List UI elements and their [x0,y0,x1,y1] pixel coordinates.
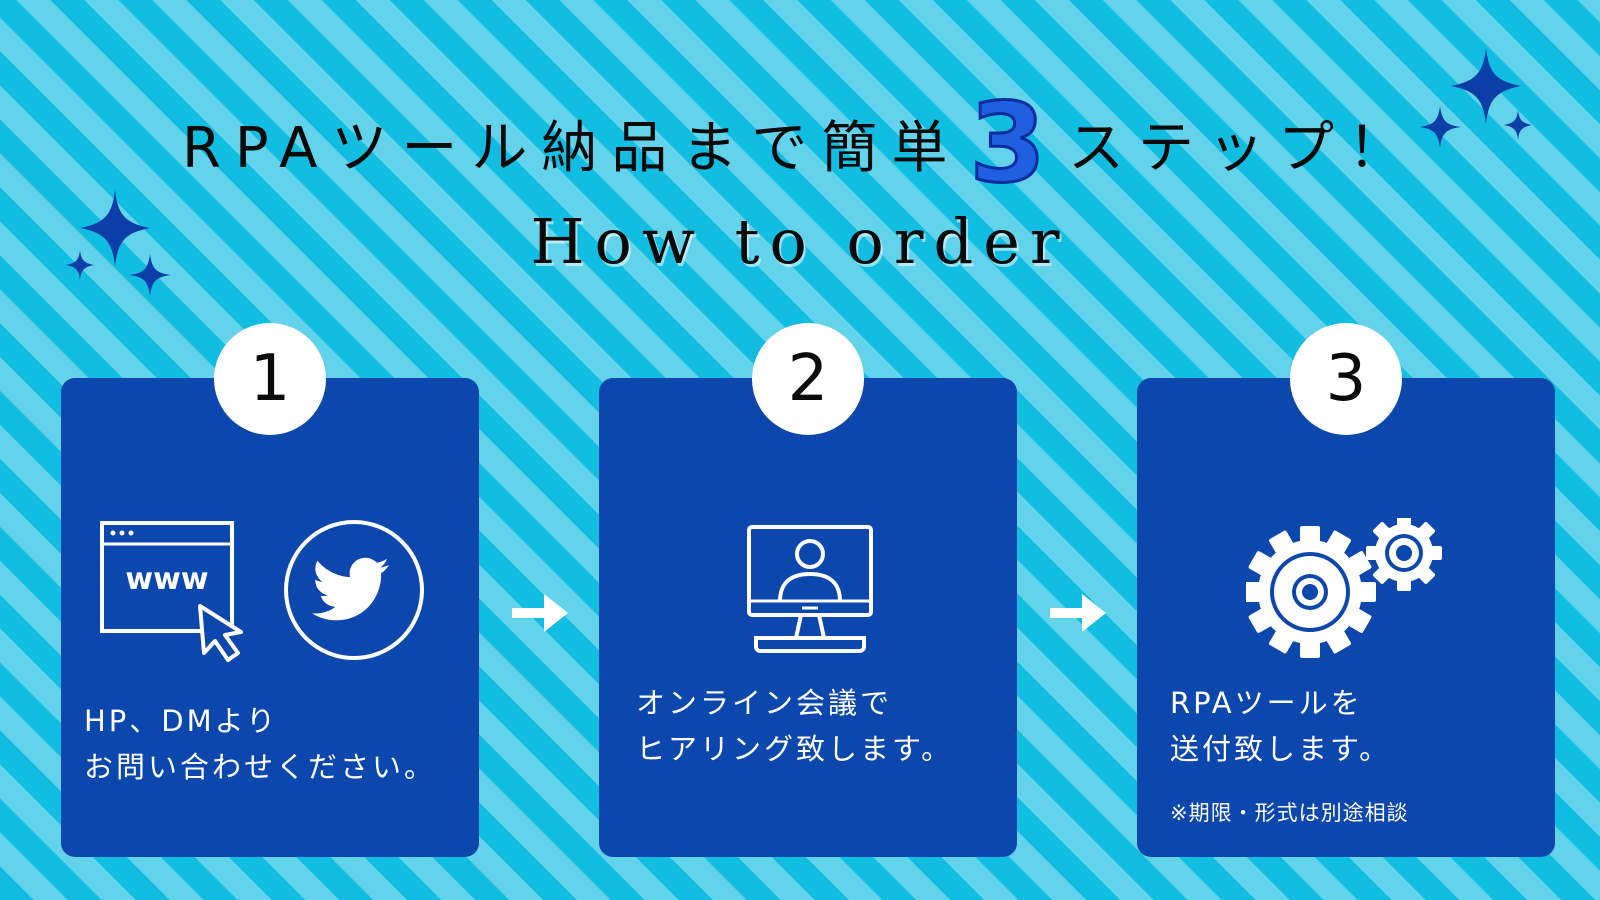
www-browser-icon: www [100,521,243,662]
step-card-2 [599,378,1017,857]
step-card-1 [61,378,479,857]
step-3-text: RPAツールを 送付致します。 [1170,680,1391,772]
arrow-right-icon-2 [1050,594,1106,632]
www-label: www [125,562,208,597]
sparkle-icon-right [1420,48,1532,148]
step-1-line-2: お問い合わせください。 [84,750,437,784]
step-number-1: 1 [214,323,326,435]
title-highlight-number: 3 [968,79,1048,207]
sparkle-icon-left [66,190,171,296]
step-2-text: オンライン会議で ヒアリング致します。 [636,680,953,772]
step-1-line-1: HP、DMより [84,704,279,738]
step-3-note: ※期限・形式は別途相談 [1170,801,1409,825]
title-text-before: RPAツール納品まで簡単 [182,115,962,181]
gears-icon [1246,518,1442,658]
step-1-text: HP、DMより お問い合わせください。 [84,698,436,790]
twitter-icon [284,520,424,660]
page-subtitle: How to order [530,205,1070,278]
step-number-2: 2 [752,323,864,435]
step-number-3: 3 [1290,323,1402,435]
step-3-line-2: 送付致します。 [1170,732,1392,766]
arrow-right-icon-1 [512,594,568,632]
page-title: RPAツール納品まで簡単 3 ステップ！ [0,87,1600,200]
online-meeting-icon [747,525,873,653]
title-text-after: ステップ！ [1067,115,1418,181]
step-2-line-1: オンライン会議で [636,686,893,720]
step-2-line-2: ヒアリング致します。 [636,732,954,766]
step-3-line-1: RPAツールを [1170,686,1363,720]
